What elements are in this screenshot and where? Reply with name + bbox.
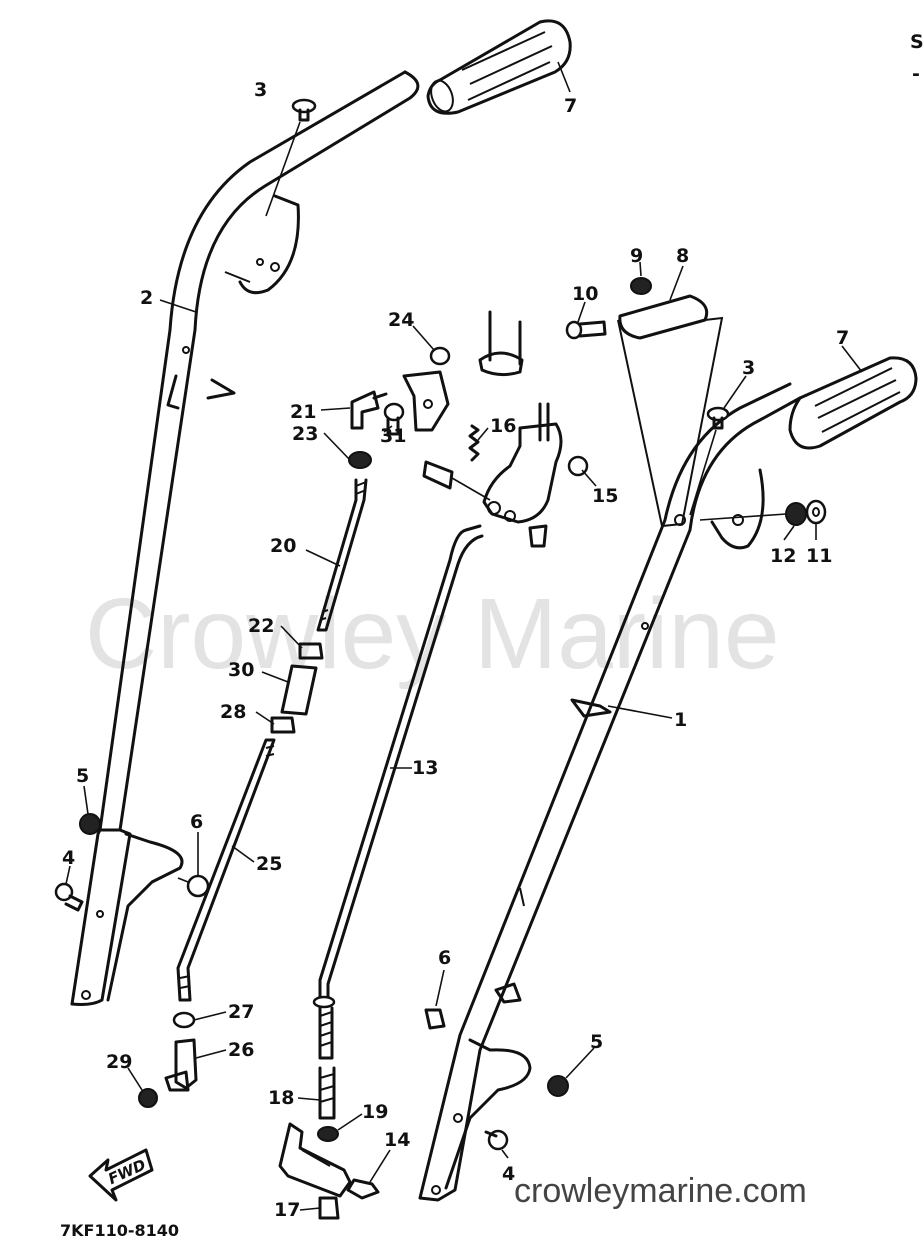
lever-plate-8 [617,294,724,528]
pin-6-left [177,874,210,898]
nut-24 [429,346,451,366]
ball-joint-21 [350,390,388,430]
callout-14: 14 [384,1129,410,1151]
callout-13: 13 [412,757,438,779]
callout-16: 16 [490,415,516,437]
screw-3-right [689,406,730,516]
callout-5: 5 [590,1031,603,1053]
callout-21: 21 [290,401,316,423]
fwd-arrow: FWD [88,1148,154,1202]
nut-28 [270,716,296,734]
callout-27: 27 [228,1001,254,1023]
bolt-4-right [484,1129,509,1151]
bolt-10 [565,320,607,340]
spring-16 [468,424,480,462]
nut-19 [317,1126,339,1142]
shift-rod-13 [312,524,484,1009]
left-handle-tube [70,70,420,1006]
nut-9 [630,277,652,295]
callout-9: 9 [630,245,643,267]
screw-3-left [265,98,317,217]
callout-12: 12 [770,545,796,567]
sleeve-18 [318,1066,336,1120]
nut-12 [699,502,807,526]
nut-22 [298,642,324,660]
callout-6: 6 [190,811,203,833]
callout-17: 17 [274,1199,300,1221]
shift-shaft-top [478,310,524,377]
nut-17 [318,1196,340,1220]
nut-29 [138,1088,158,1108]
corner-mark-mid: - [912,63,920,85]
callout-18: 18 [268,1087,294,1109]
right-grip-7 [788,356,918,450]
adjuster-30 [280,664,318,716]
callout-3: 3 [742,357,755,379]
nut-27 [172,1011,196,1029]
left-grip-7 [426,19,572,115]
callout-8: 8 [676,245,689,267]
callout-25: 25 [256,853,282,875]
bolt-6-right [424,1008,446,1030]
nut-5-right [547,1075,569,1097]
callout-6: 6 [438,947,451,969]
ball-joint-26 [164,1038,198,1092]
bolt-4-left [54,882,84,912]
website-text: crowleymarine.com [514,1172,807,1210]
pin-14 [346,1178,380,1200]
callout-4: 4 [62,847,75,869]
callout-1: 1 [674,709,687,731]
callout-11: 11 [806,545,832,567]
link-bracket [402,370,450,432]
throttle-rod-25 [176,738,276,1002]
callout-10: 10 [572,283,598,305]
callout-5: 5 [76,765,89,787]
callout-30: 30 [228,659,254,681]
callout-labels: 3 7 2 9 8 10 24 7 3 21 16 23 31 15 12 11… [62,79,849,1221]
shift-lever-plate [422,402,563,548]
rod-thread-lower [318,1006,334,1060]
callout-7: 7 [564,95,577,117]
callout-28: 28 [220,701,246,723]
callout-31: 31 [380,425,406,447]
callout-26: 26 [228,1039,254,1061]
callout-24: 24 [388,309,414,331]
leader-lines [65,61,863,1211]
bolt-31 [383,402,405,436]
diagram-code: 7KF110-8140 [60,1221,179,1240]
right-handle-tube [418,382,802,1202]
callout-2: 2 [140,287,153,309]
callout-22: 22 [248,615,274,637]
callout-15: 15 [592,485,618,507]
watermark-text: Crowley Marine [85,578,780,690]
callout-7: 7 [836,327,849,349]
callout-4: 4 [502,1163,515,1185]
callout-19: 19 [362,1101,388,1123]
callout-29: 29 [106,1051,132,1073]
throttle-rod-20 [316,478,368,632]
callout-3: 3 [254,79,267,101]
corner-mark-top: S [910,31,924,53]
joint-plate [278,1122,352,1198]
washer-11 [805,499,827,525]
callout-20: 20 [270,535,296,557]
nut-5-left [79,813,101,835]
callout-23: 23 [292,423,318,445]
nut-23 [348,451,372,469]
